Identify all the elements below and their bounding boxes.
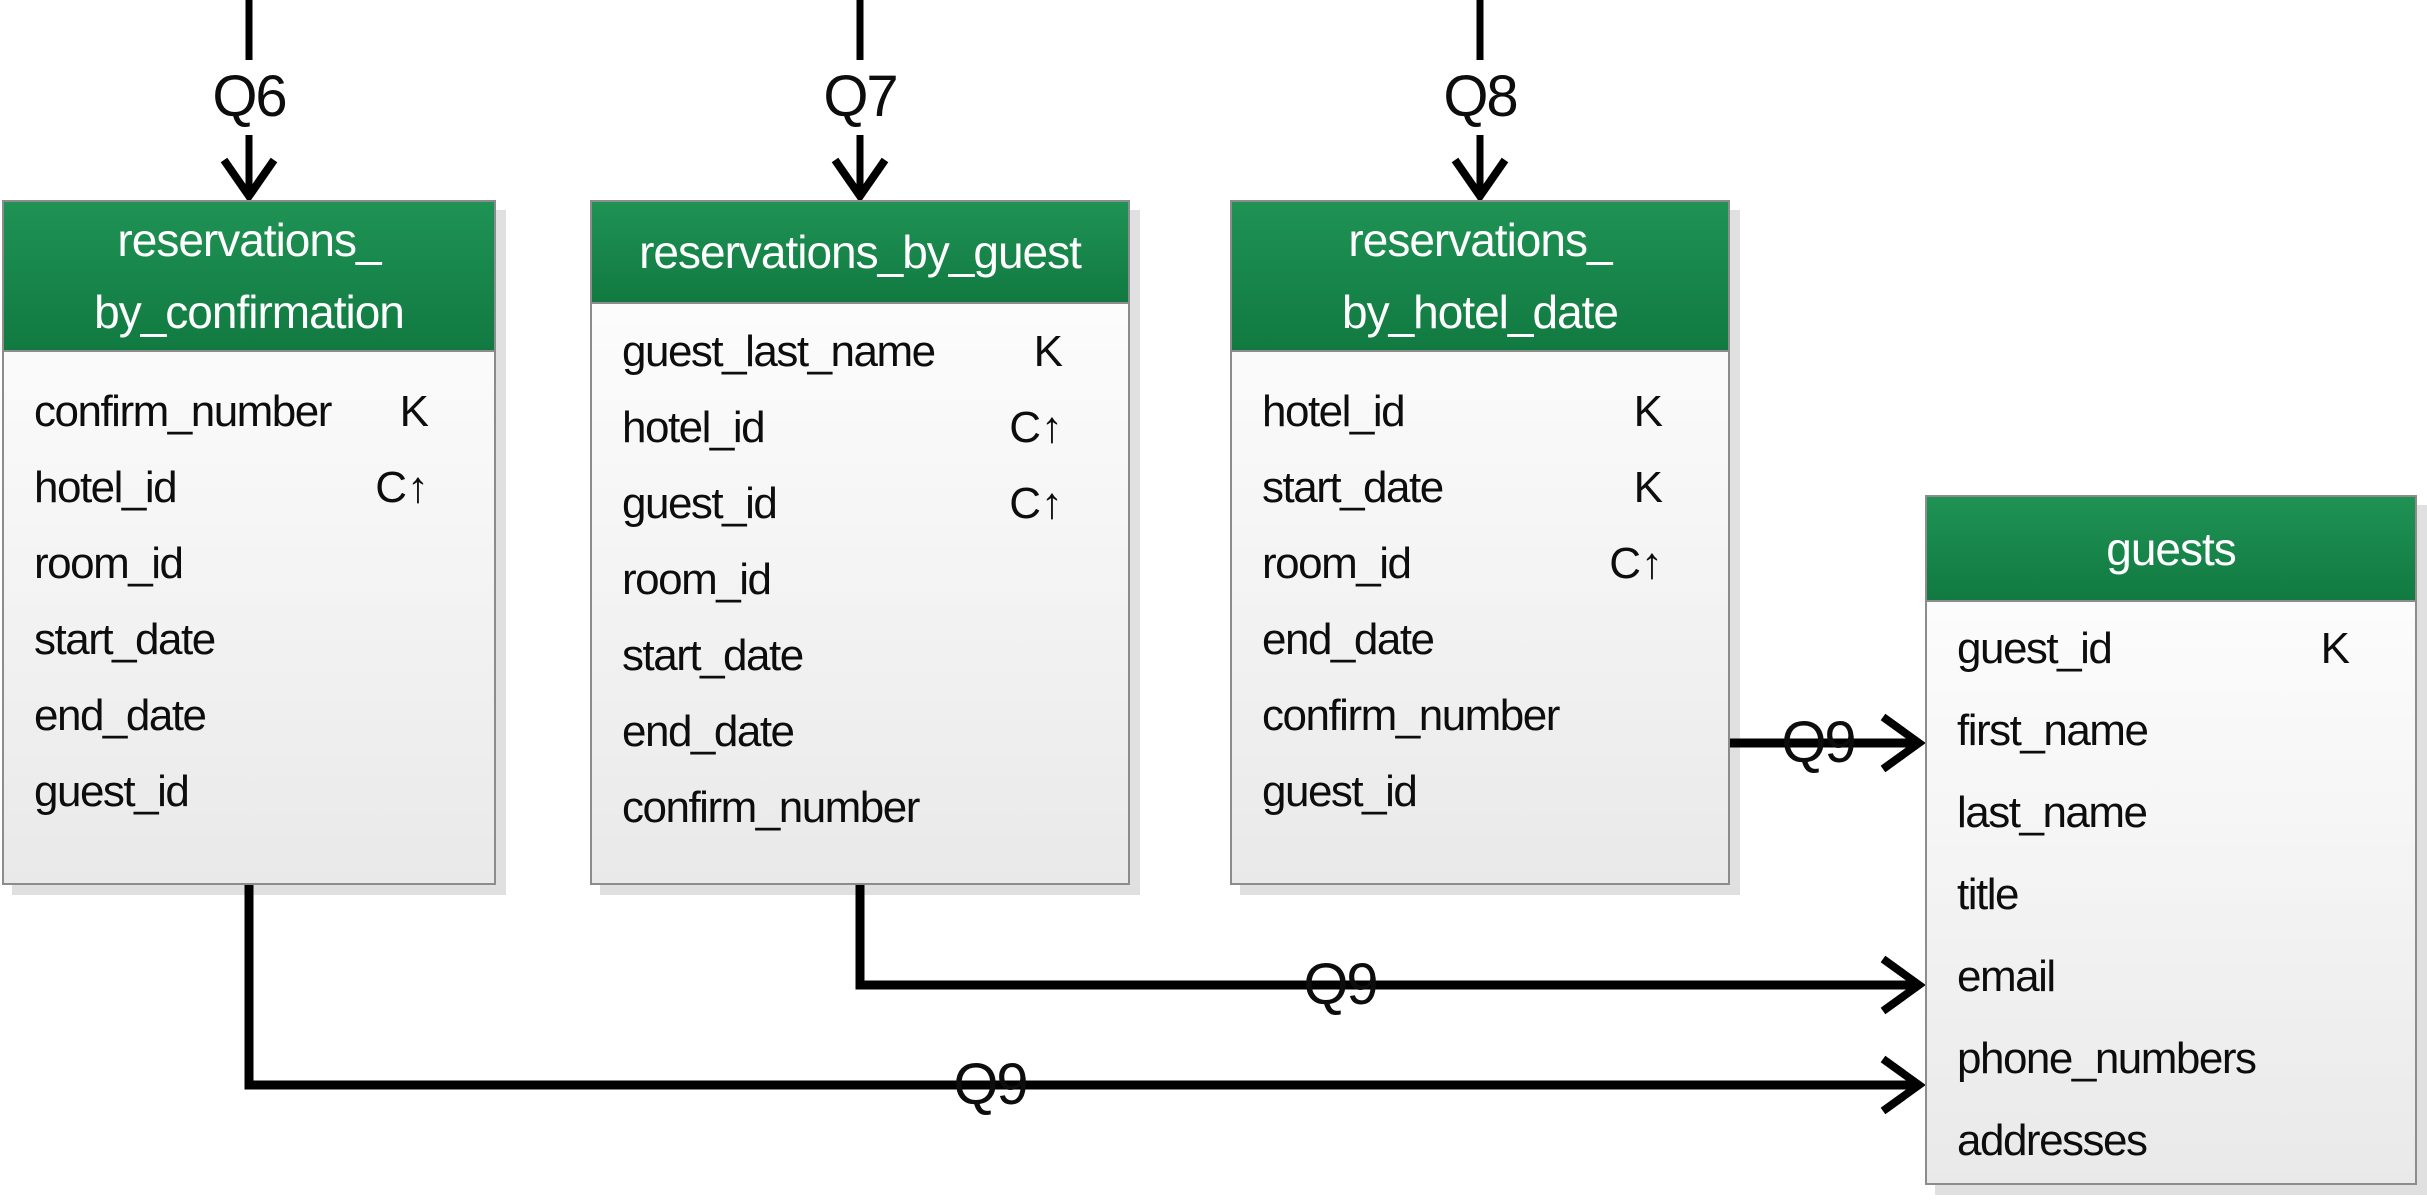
field-key: K: [1633, 463, 1663, 512]
q9-guest-arrow-line: [855, 885, 1912, 990]
field-row: confirm_number: [592, 770, 1128, 846]
field-row: addresses: [1927, 1100, 2415, 1182]
field-row: guest_id K: [1927, 608, 2415, 690]
field-name: guest_last_name: [622, 327, 936, 376]
table-fields: guest_id K first_name last_name title em…: [1927, 602, 2415, 1182]
field-name: title: [1957, 870, 2019, 919]
field-row: guest_id: [4, 754, 494, 830]
table-fields: confirm_number K hotel_id C↑ room_id sta…: [4, 352, 494, 830]
field-name: start_date: [622, 631, 804, 680]
table-header: reservations_by_guest: [592, 202, 1128, 304]
q9-hotel-date-label: Q9: [1781, 710, 1856, 775]
q6-arrowhead-icon: [220, 157, 278, 204]
q8-arrowhead-icon: [1451, 157, 1509, 204]
field-name: addresses: [1957, 1116, 2148, 1165]
field-row: start_date: [4, 602, 494, 678]
field-row: end_date: [592, 694, 1128, 770]
field-name: start_date: [1262, 463, 1444, 512]
field-name: first_name: [1957, 706, 2149, 755]
q7-arrowhead-icon: [831, 157, 889, 204]
table-header: reservations_ by_hotel_date: [1232, 202, 1728, 352]
field-name: hotel_id: [34, 463, 178, 512]
table-title-line: by_confirmation: [94, 286, 405, 338]
table-title-line: reservations_: [117, 214, 381, 266]
field-row: start_date K: [1232, 450, 1728, 526]
q9-hotel-date-arrowhead-icon: [1880, 713, 1926, 773]
field-name: guest_id: [622, 479, 778, 528]
field-name: email: [1957, 952, 2056, 1001]
field-row: end_date: [1232, 602, 1728, 678]
field-row: email: [1927, 936, 2415, 1018]
field-row: phone_numbers: [1927, 1018, 2415, 1100]
table-reservations-by-hotel-date: reservations_ by_hotel_date hotel_id K s…: [1230, 200, 1730, 885]
field-name: guest_id: [1957, 624, 2113, 673]
field-name: hotel_id: [1262, 387, 1406, 436]
field-name: start_date: [34, 615, 216, 664]
table-title-line: reservations_by_guest: [639, 226, 1082, 278]
field-row: first_name: [1927, 690, 2415, 772]
field-name: room_id: [1262, 539, 1412, 588]
q9-confirmation-label: Q9: [953, 1052, 1028, 1117]
field-key: C↑: [1609, 539, 1663, 588]
field-key: K: [399, 387, 429, 436]
field-key: C↑: [1009, 479, 1063, 528]
field-key: K: [1633, 387, 1663, 436]
q7-label: Q7: [823, 64, 898, 129]
field-name: end_date: [1262, 615, 1435, 664]
field-row: start_date: [592, 618, 1128, 694]
q8-label: Q8: [1443, 64, 1518, 129]
field-name: confirm_number: [34, 387, 332, 436]
field-row: confirm_number: [1232, 678, 1728, 754]
table-title-line: by_hotel_date: [1341, 286, 1619, 338]
q9-confirmation-arrow-line: [244, 885, 1912, 1090]
table-reservations-by-confirmation: reservations_ by_confirmation confirm_nu…: [2, 200, 496, 885]
table-header: reservations_ by_confirmation: [4, 202, 494, 352]
field-key: K: [2320, 624, 2350, 673]
q9-confirmation-arrowhead-icon: [1880, 1055, 1926, 1115]
field-key: C↑: [375, 463, 429, 512]
table-fields: guest_last_name K hotel_id C↑ guest_id C…: [592, 304, 1128, 846]
q9-guest-arrowhead-icon: [1880, 955, 1926, 1015]
field-row: room_id: [592, 542, 1128, 618]
field-name: room_id: [34, 539, 184, 588]
table-title-line: guests: [2106, 522, 2237, 575]
field-row: guest_id C↑: [592, 466, 1128, 542]
q9-guest-label: Q9: [1303, 952, 1378, 1017]
field-row: confirm_number K: [4, 374, 494, 450]
field-name: phone_numbers: [1957, 1034, 2257, 1083]
field-name: hotel_id: [622, 403, 766, 452]
field-name: room_id: [622, 555, 772, 604]
table-reservations-by-guest: reservations_by_guest guest_last_name K …: [590, 200, 1130, 885]
field-row: last_name: [1927, 772, 2415, 854]
field-row: hotel_id C↑: [4, 450, 494, 526]
field-row: hotel_id C↑: [592, 390, 1128, 466]
field-row: room_id: [4, 526, 494, 602]
field-key: C↑: [1009, 403, 1063, 452]
field-row: guest_id: [1232, 754, 1728, 830]
field-row: end_date: [4, 678, 494, 754]
table-fields: hotel_id K start_date K room_id C↑ end_d…: [1232, 352, 1728, 830]
q6-label: Q6: [212, 64, 287, 129]
table-guests: guests guest_id K first_name last_name t…: [1925, 495, 2417, 1185]
field-row: room_id C↑: [1232, 526, 1728, 602]
field-name: guest_id: [1262, 767, 1418, 816]
table-title-line: reservations_: [1348, 214, 1612, 266]
table-header: guests: [1927, 497, 2415, 602]
field-row: hotel_id K: [1232, 374, 1728, 450]
field-name: confirm_number: [622, 783, 920, 832]
field-row: guest_last_name K: [592, 314, 1128, 390]
field-name: end_date: [34, 691, 207, 740]
field-key: K: [1033, 327, 1063, 376]
field-row: title: [1927, 854, 2415, 936]
field-name: end_date: [622, 707, 795, 756]
field-name: guest_id: [34, 767, 190, 816]
field-name: confirm_number: [1262, 691, 1560, 740]
field-name: last_name: [1957, 788, 2148, 837]
